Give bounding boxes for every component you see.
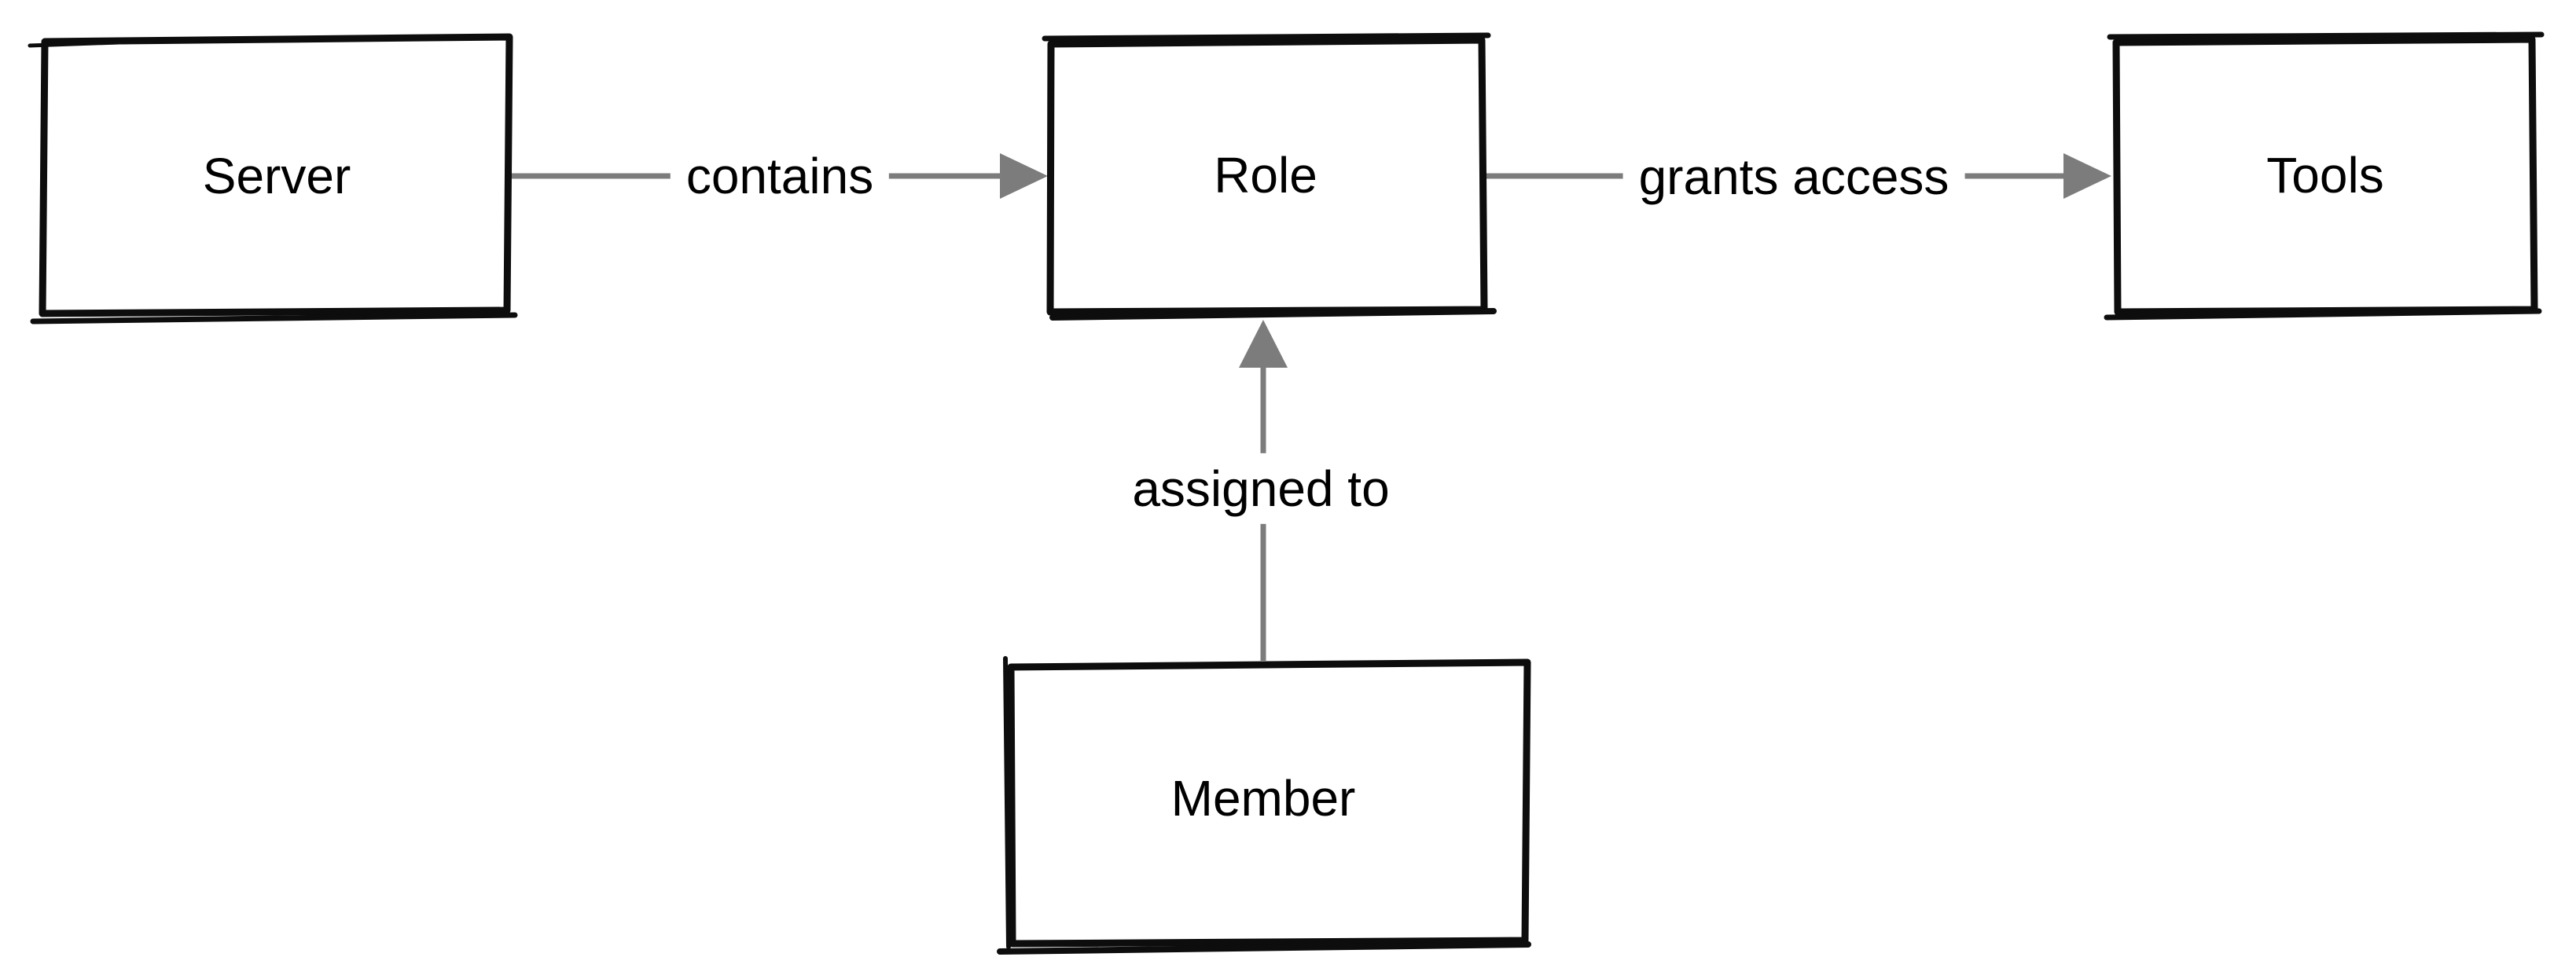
- node-tools-sketch-accent-top: [2107, 31, 2545, 40]
- node-server-sketch-accent-top: [28, 37, 208, 48]
- node-label-tools: Tools: [2266, 146, 2384, 204]
- node-role-sketch-accent-top: [1042, 32, 1491, 42]
- edge-label-contains[interactable]: contains: [670, 140, 890, 212]
- node-label-member: Member: [1170, 769, 1356, 827]
- node-role-sketch-accent-bottom: [1049, 308, 1497, 321]
- edge-label-grants-access[interactable]: grants access: [1622, 141, 1965, 213]
- node-member-sketch-accent-left: [1003, 656, 1011, 949]
- node-label-role: Role: [1214, 146, 1317, 204]
- edge-label-assigned-to[interactable]: assigned to: [1116, 453, 1406, 525]
- node-member-sketch-accent-bottom: [997, 941, 1531, 955]
- arrowhead-right-icon: [1000, 153, 1048, 199]
- node-tools[interactable]: [2104, 31, 2545, 321]
- node-server-sketch-accent-bottom: [30, 312, 518, 324]
- node-label-server: Server: [202, 147, 351, 204]
- node-member[interactable]: [997, 656, 1531, 955]
- arrowhead-up-icon: [1239, 320, 1288, 368]
- node-tools-sketch-accent-bottom: [2104, 308, 2542, 321]
- node-member-rect[interactable]: [1007, 658, 1531, 948]
- node-server-rect[interactable]: [39, 33, 513, 317]
- node-role[interactable]: [1042, 32, 1497, 321]
- node-server[interactable]: [28, 33, 518, 324]
- arrowhead-right-icon: [2063, 153, 2111, 199]
